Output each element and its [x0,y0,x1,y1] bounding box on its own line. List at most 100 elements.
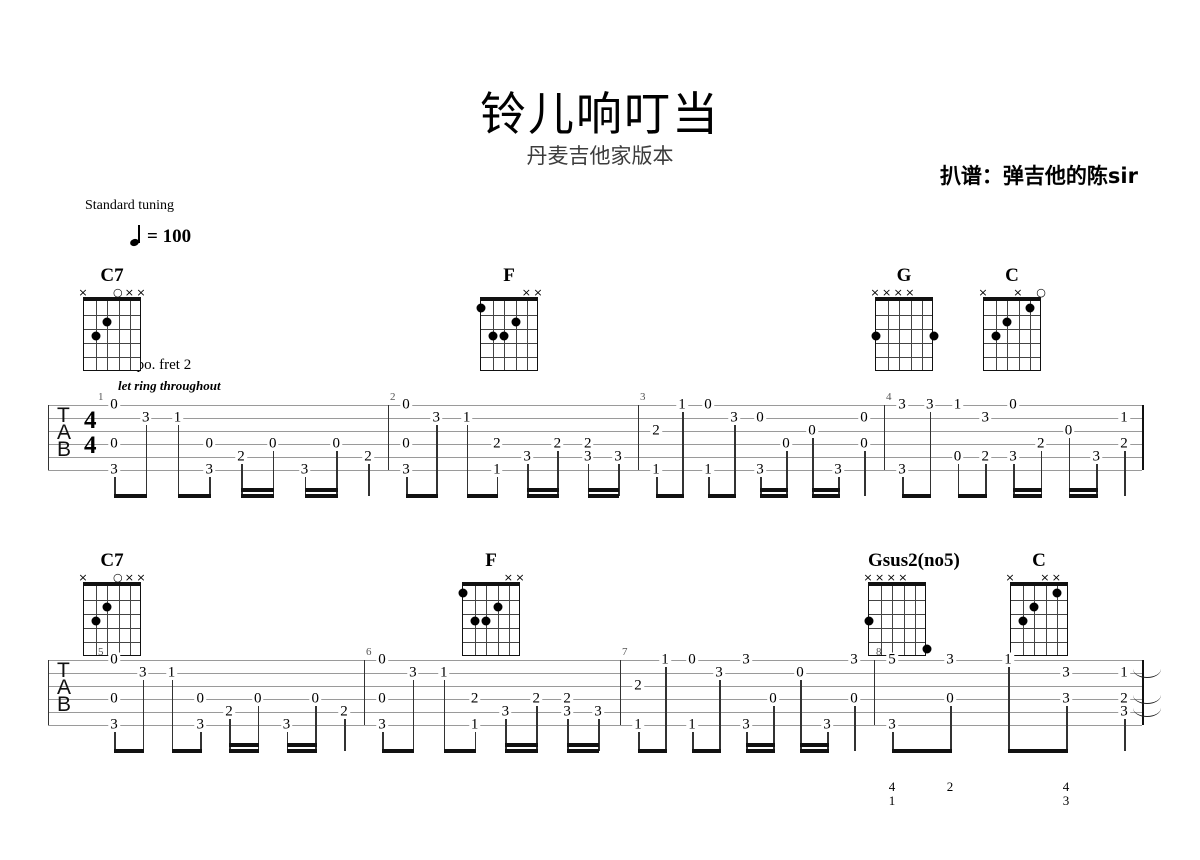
tempo-marking: = 100 [129,225,191,248]
tab-fret-number: 0 [806,422,818,439]
note-stem [587,464,590,496]
note-stem [171,680,173,751]
muted-string-icon: × [1013,286,1023,299]
fret-wire-line [984,329,1040,330]
measure-number: 7 [622,646,628,658]
chord-string-markers: ×× [480,286,543,301]
chord-finger-dot [1018,616,1028,626]
muted-string-icon: × [886,571,896,584]
chord-finger-dot [91,331,101,341]
muted-string-icon: × [521,286,531,299]
note-stem [773,706,775,751]
note-stem [665,667,667,751]
chord-finger-dot [864,616,874,626]
beam [114,494,148,498]
note-stem [567,719,569,751]
muted-string-icon: × [503,571,513,584]
chord-diagram: F×× [476,265,543,371]
note-stem [505,719,507,751]
chord-diagram: F×× [458,550,525,656]
fret-wire-line [84,642,140,643]
tab-fret-number: 1 [1118,409,1130,426]
tab-fret-number: 2 [1118,690,1130,707]
note-stem [114,732,116,751]
muted-string-icon: × [533,286,543,299]
chord-finger-dot [91,616,101,626]
chord-finger-dot [476,303,486,313]
fret-string-line [880,586,882,655]
note-stem [734,425,736,496]
fret-string-line [910,301,912,370]
tab-string-line [48,431,1142,432]
muted-string-icon: × [1051,571,1061,584]
tab-fret-number: 2 [468,690,481,707]
note-stem [557,451,559,496]
chord-diagram: C7×○×× [78,265,146,371]
fret-wire-line [984,315,1040,316]
tab-fret-number: 3 [979,409,991,426]
tab-fret-number: 1 [686,716,698,733]
tab-fret-number: 0 [1062,422,1075,439]
beam [406,494,438,498]
beam [638,749,667,753]
tab-fret-number: 0 [330,435,342,452]
note-stem [864,451,866,496]
chord-name: C7 [100,550,124,571]
tab-string-line [48,457,1142,458]
chord-finger-dot [102,317,112,327]
tab-fret-number: 3 [896,461,908,478]
beam [567,749,600,753]
measure-number: 8 [876,646,882,658]
beam [692,749,721,753]
beam-secondary [567,743,600,747]
fret-string-line [515,301,517,370]
beam [505,749,538,753]
tab-fret-number: 3 [140,409,152,426]
barline [388,405,390,470]
fret-wire-line [84,628,140,629]
tab-fret-number: 3 [740,716,752,733]
tab-fret-number: 0 [376,651,388,668]
note-stem [692,732,694,751]
chord-fretboard [83,582,141,656]
tab-fret-number: 0 [944,690,956,707]
note-stem [800,680,802,751]
note-stem [719,680,721,751]
fret-string-line [899,301,901,370]
note-stem [536,706,538,751]
beam-secondary [527,488,559,492]
chord-fretboard [1010,582,1068,656]
chord-string-markers: ×○×× [78,286,145,301]
tab-fret-number: 2 [561,690,573,707]
note-stem [892,732,894,751]
tab-fret-number: 1 [676,396,688,413]
note-stem [1068,438,1070,496]
chord-name: C7 [100,265,124,286]
note-stem [1124,719,1126,751]
note-stem [496,477,499,496]
note-stem [957,464,959,496]
barline [620,660,622,725]
note-stem [746,732,748,751]
beam [957,494,987,498]
open-string-icon: ○ [112,286,123,299]
fret-wire-line [463,614,519,615]
note-stem [1040,451,1043,496]
tab-string-line [48,470,1142,471]
fingering-bottom: 1 [888,793,896,808]
beam-secondary [1068,488,1098,492]
tab-fret-number: 3 [754,461,766,478]
muted-string-icon: × [124,286,134,299]
tab-fret-number: 1 [1118,664,1130,681]
chord-finger-dot [1025,303,1035,313]
beam [171,749,202,753]
tab-fret-number: 1 [437,664,450,681]
chord-finger-dot [470,616,480,626]
note-stem [827,732,829,751]
tie-curve [1133,669,1161,678]
chord-finger-dot [922,644,932,654]
fingering-top: 4 [888,779,896,794]
fret-string-line [527,301,529,370]
